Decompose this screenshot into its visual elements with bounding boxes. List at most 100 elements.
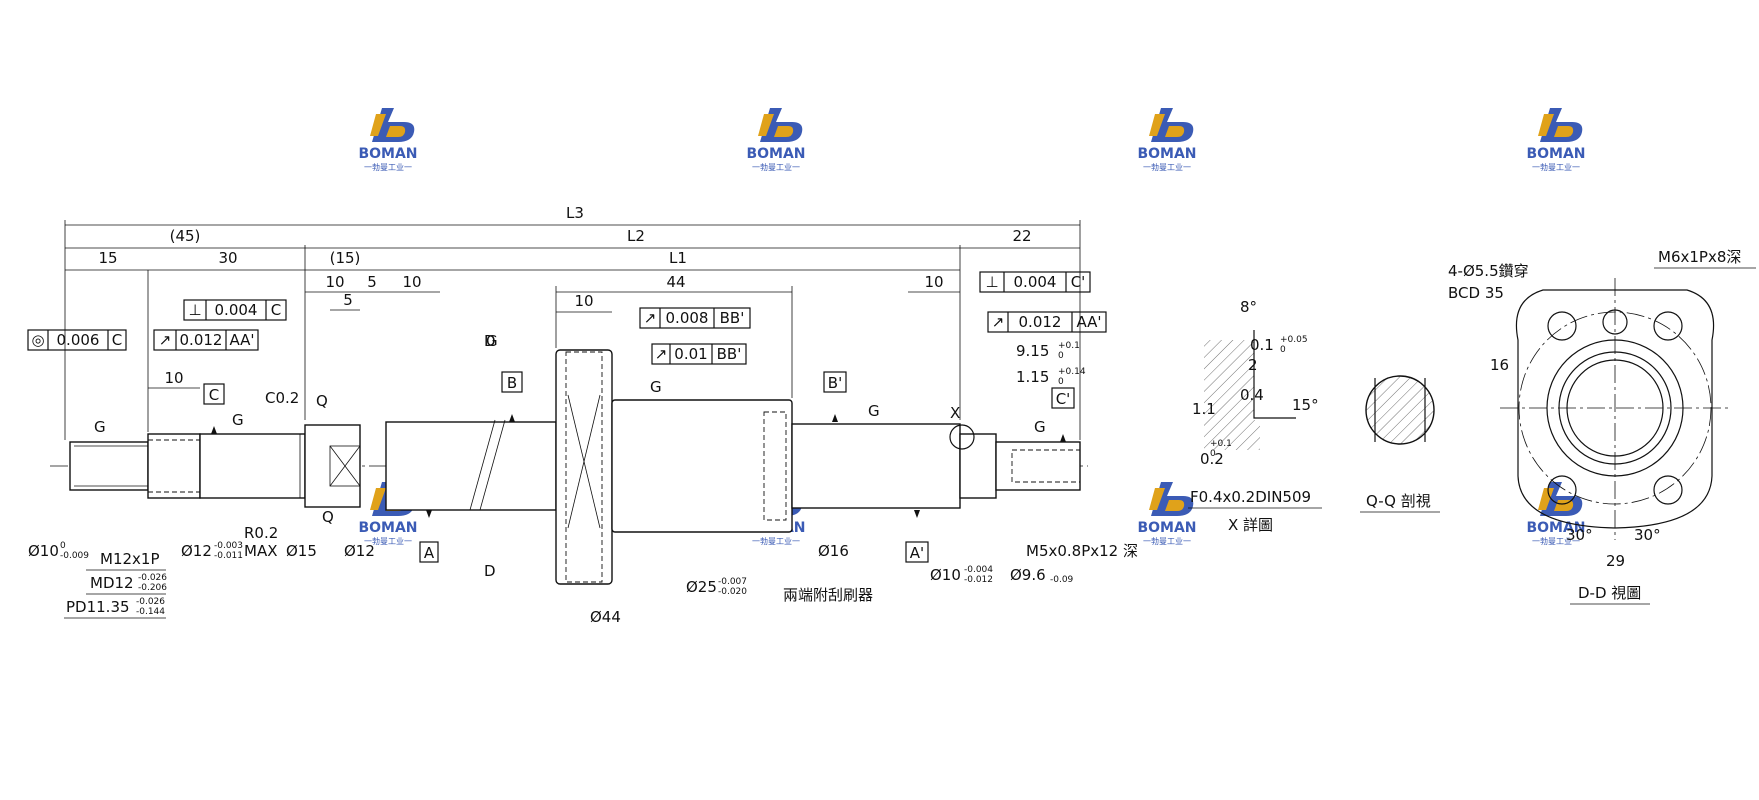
dim-5a: 5 — [367, 273, 377, 291]
svg-text:C': C' — [1071, 273, 1086, 291]
svg-text:G: G — [1034, 418, 1046, 436]
svg-text:-0.09: -0.09 — [1050, 575, 1074, 585]
svg-text:+0.05: +0.05 — [1280, 335, 1308, 345]
svg-text:BOMAN: BOMAN — [1137, 520, 1196, 536]
svg-text:C: C — [112, 331, 122, 349]
svg-text:0: 0 — [1058, 351, 1064, 361]
svg-text:0.006: 0.006 — [57, 331, 100, 349]
svg-text:C: C — [271, 301, 281, 319]
svg-text:-0.144: -0.144 — [136, 607, 165, 617]
dim-l2: L2 — [627, 227, 645, 245]
svg-text:Ø9.6: Ø9.6 — [1010, 566, 1046, 584]
svg-text:0: 0 — [1280, 345, 1286, 355]
svg-text:0: 0 — [1210, 449, 1216, 459]
svg-text:一勃曼工业一: 一勃曼工业一 — [364, 536, 412, 546]
svg-text:B': B' — [828, 374, 842, 392]
svg-text:0.008: 0.008 — [666, 309, 709, 327]
svg-text:-0.011: -0.011 — [214, 551, 243, 561]
svg-text:1.15: 1.15 — [1016, 368, 1049, 386]
svg-text:Ø25: Ø25 — [686, 578, 717, 596]
svg-text:-0.003: -0.003 — [214, 541, 243, 551]
svg-text:一勃曼工业一: 一勃曼工业一 — [1532, 536, 1580, 546]
svg-text:1.1: 1.1 — [1192, 400, 1216, 418]
svg-text:8°: 8° — [1240, 298, 1257, 316]
svg-text:15°: 15° — [1292, 396, 1319, 414]
svg-text:AA': AA' — [229, 331, 254, 349]
svg-text:PD11.35: PD11.35 — [66, 598, 130, 616]
svg-text:M12x1P: M12x1P — [100, 550, 160, 568]
svg-text:AA': AA' — [1076, 313, 1101, 331]
brand-logo: BOMAN 一勃曼工业一 — [358, 108, 418, 172]
detail-x-title: X 詳圖 — [1228, 516, 1273, 534]
svg-text:+0.1: +0.1 — [1058, 341, 1080, 351]
svg-text:Ø10: Ø10 — [28, 542, 59, 560]
svg-text:BOMAN: BOMAN — [1137, 146, 1196, 162]
svg-text:30°: 30° — [1634, 526, 1661, 544]
svg-text:16: 16 — [1490, 356, 1509, 374]
datum-label: A — [419, 510, 439, 563]
svg-text:G: G — [868, 402, 880, 420]
datum-label: C — [203, 383, 225, 434]
svg-text:0.4: 0.4 — [1240, 386, 1264, 404]
svg-text:一勃曼工业一: 一勃曼工业一 — [752, 536, 800, 546]
dim-10a: 10 — [325, 273, 344, 291]
svg-text:MD12: MD12 — [90, 574, 134, 592]
svg-text:29: 29 — [1606, 552, 1625, 570]
svg-text:-0.026: -0.026 — [136, 597, 165, 607]
section-q-title: Q-Q 剖視 — [1366, 492, 1431, 510]
brand-logo: BOMAN 一勃曼工业一 — [1526, 108, 1586, 172]
dim-22: 22 — [1012, 227, 1031, 245]
svg-text:-0.012: -0.012 — [964, 575, 993, 585]
section-q: Q-Q 剖視 — [1360, 375, 1440, 513]
tolerance-frame: ⊥ 0.004 C' — [979, 271, 1091, 293]
svg-text:一勃曼工业一: 一勃曼工业一 — [1143, 162, 1191, 172]
svg-text:C0.2: C0.2 — [265, 389, 299, 407]
section-d-view: 4-Ø5.5鑽穿 BCD 35 M6x1Px8深 16 30° 30° 29 D… — [1448, 248, 1756, 605]
tolerance-frame: ↗ 0.008 BB' — [639, 307, 751, 329]
dim-l3: L3 — [566, 204, 584, 222]
svg-text:A': A' — [910, 544, 924, 562]
svg-text:BOMAN: BOMAN — [746, 146, 805, 162]
svg-text:BOMAN: BOMAN — [1526, 146, 1585, 162]
dim-10e: 10 — [164, 369, 183, 387]
svg-text:2: 2 — [1248, 356, 1258, 374]
svg-text:-0.026: -0.026 — [138, 573, 167, 583]
svg-text:0.012: 0.012 — [1019, 313, 1062, 331]
svg-text:0.2: 0.2 — [1200, 450, 1224, 468]
svg-text:-0.004: -0.004 — [964, 565, 993, 575]
datum-label: A' — [905, 510, 929, 563]
svg-text:↗: ↗ — [992, 313, 1005, 331]
svg-text:BOMAN: BOMAN — [358, 146, 417, 162]
dimensions: L3 (45) L2 22 15 30 (15) L1 10 5 10 44 5… — [64, 204, 1081, 440]
dim-l1: L1 — [669, 249, 687, 267]
svg-text:0.004: 0.004 — [1014, 273, 1057, 291]
svg-text:⊥: ⊥ — [188, 301, 201, 319]
svg-text:一勃曼工业一: 一勃曼工业一 — [1532, 162, 1580, 172]
svg-text:-0.007: -0.007 — [718, 577, 747, 587]
svg-text:↗: ↗ — [644, 309, 657, 327]
detail-x: 8° 15° 0.1 +0.05 0 2 0.4 1.1 0.2 +0.1 0 … — [1188, 298, 1322, 534]
dim-15b: (15) — [330, 249, 361, 267]
brand-logo: BOMAN 一勃曼工业一 — [746, 108, 806, 172]
dim-44: 44 — [666, 273, 685, 291]
svg-text:↗: ↗ — [655, 345, 668, 363]
svg-text:BB': BB' — [720, 309, 745, 327]
svg-text:0.012: 0.012 — [180, 331, 223, 349]
svg-text:0.1: 0.1 — [1250, 336, 1274, 354]
dim-10d: 10 — [924, 273, 943, 291]
svg-text:Ø15: Ø15 — [286, 542, 317, 560]
callouts-right: 9.15 +0.1 0 1.15 +0.14 0 M5x0.8Px12 深 Ø1… — [930, 341, 1138, 585]
detail-x-spec: F0.4x0.2DIN509 — [1190, 488, 1311, 506]
svg-text:一勃曼工业一: 一勃曼工业一 — [1143, 536, 1191, 546]
tolerance-frame: ↗ 0.012 AA' — [987, 311, 1107, 333]
svg-text:A: A — [424, 544, 435, 562]
datum-label: B' — [823, 371, 847, 422]
svg-text:Q: Q — [322, 508, 334, 526]
svg-text:0: 0 — [60, 541, 66, 551]
svg-text:一勃曼工业一: 一勃曼工业一 — [364, 162, 412, 172]
svg-text:+0.1: +0.1 — [1210, 439, 1232, 449]
d-bcd-note: BCD 35 — [1448, 284, 1504, 302]
svg-text:BOMAN: BOMAN — [358, 520, 417, 536]
brand-logo: BOMAN 一勃曼工业一 — [1137, 108, 1197, 172]
